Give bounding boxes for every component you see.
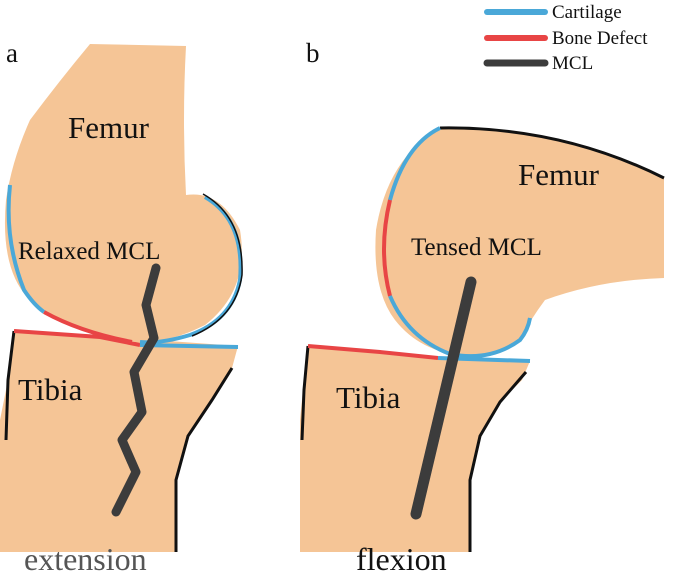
legend-label-bone-defect: Bone Defect	[552, 28, 648, 49]
panel-b-tibia	[300, 346, 530, 552]
panel-a-tibia-left-outline	[4, 330, 16, 441]
panel-a-femur-defect	[43, 310, 133, 344]
panel-b-femur	[375, 128, 664, 357]
panel-b-mcl-label: Tensed MCL	[411, 234, 542, 261]
panel-b: b Femur Tensed MCL Tibia flexion	[300, 38, 665, 577]
panel-a-femur-left-cartilage	[6, 184, 46, 314]
panel-a-caption: extension	[24, 541, 147, 577]
panel-b-tibia-label: Tibia	[336, 380, 401, 415]
panel-a-tibia-cartilage	[139, 343, 239, 349]
panel-b-femur-defect	[382, 199, 392, 297]
panel-a-femur-cartilage	[139, 195, 243, 345]
panel-b-tibia-left-outline	[300, 345, 310, 441]
panel-a-mcl-label: Relaxed MCL	[18, 238, 160, 265]
legend-label-cartilage: Cartilage	[552, 2, 622, 23]
panel-b-tibia-outline	[468, 371, 528, 552]
panel-a-femur-label: Femur	[68, 110, 150, 145]
panel-b-femur-cartilage-upper	[388, 126, 441, 201]
panel-b-letter: b	[306, 38, 320, 68]
panel-b-femur-label: Femur	[518, 157, 600, 192]
panel-b-tibia-defect	[307, 344, 439, 360]
legend-label-mcl: MCL	[552, 53, 593, 74]
panel-a-tibia-outline	[174, 367, 234, 552]
panel-a-tibia-label: Tibia	[18, 372, 83, 407]
panel-b-caption: flexion	[356, 541, 447, 577]
panel-a-letter: a	[6, 38, 18, 68]
panel-a-mcl	[111, 263, 161, 517]
panel-b-mcl	[410, 276, 477, 520]
panel-a-femur	[4, 44, 242, 343]
legend: Cartilage Bone Defect MCL	[483, 2, 648, 74]
panel-b-femur-cartilage-lower	[388, 295, 532, 359]
panel-b-femur-top-outline	[439, 126, 665, 180]
panel-a-femur-cartilage-outline	[191, 193, 243, 337]
panel-a: a Femur Relaxed MCL Tibia extension	[0, 38, 243, 577]
